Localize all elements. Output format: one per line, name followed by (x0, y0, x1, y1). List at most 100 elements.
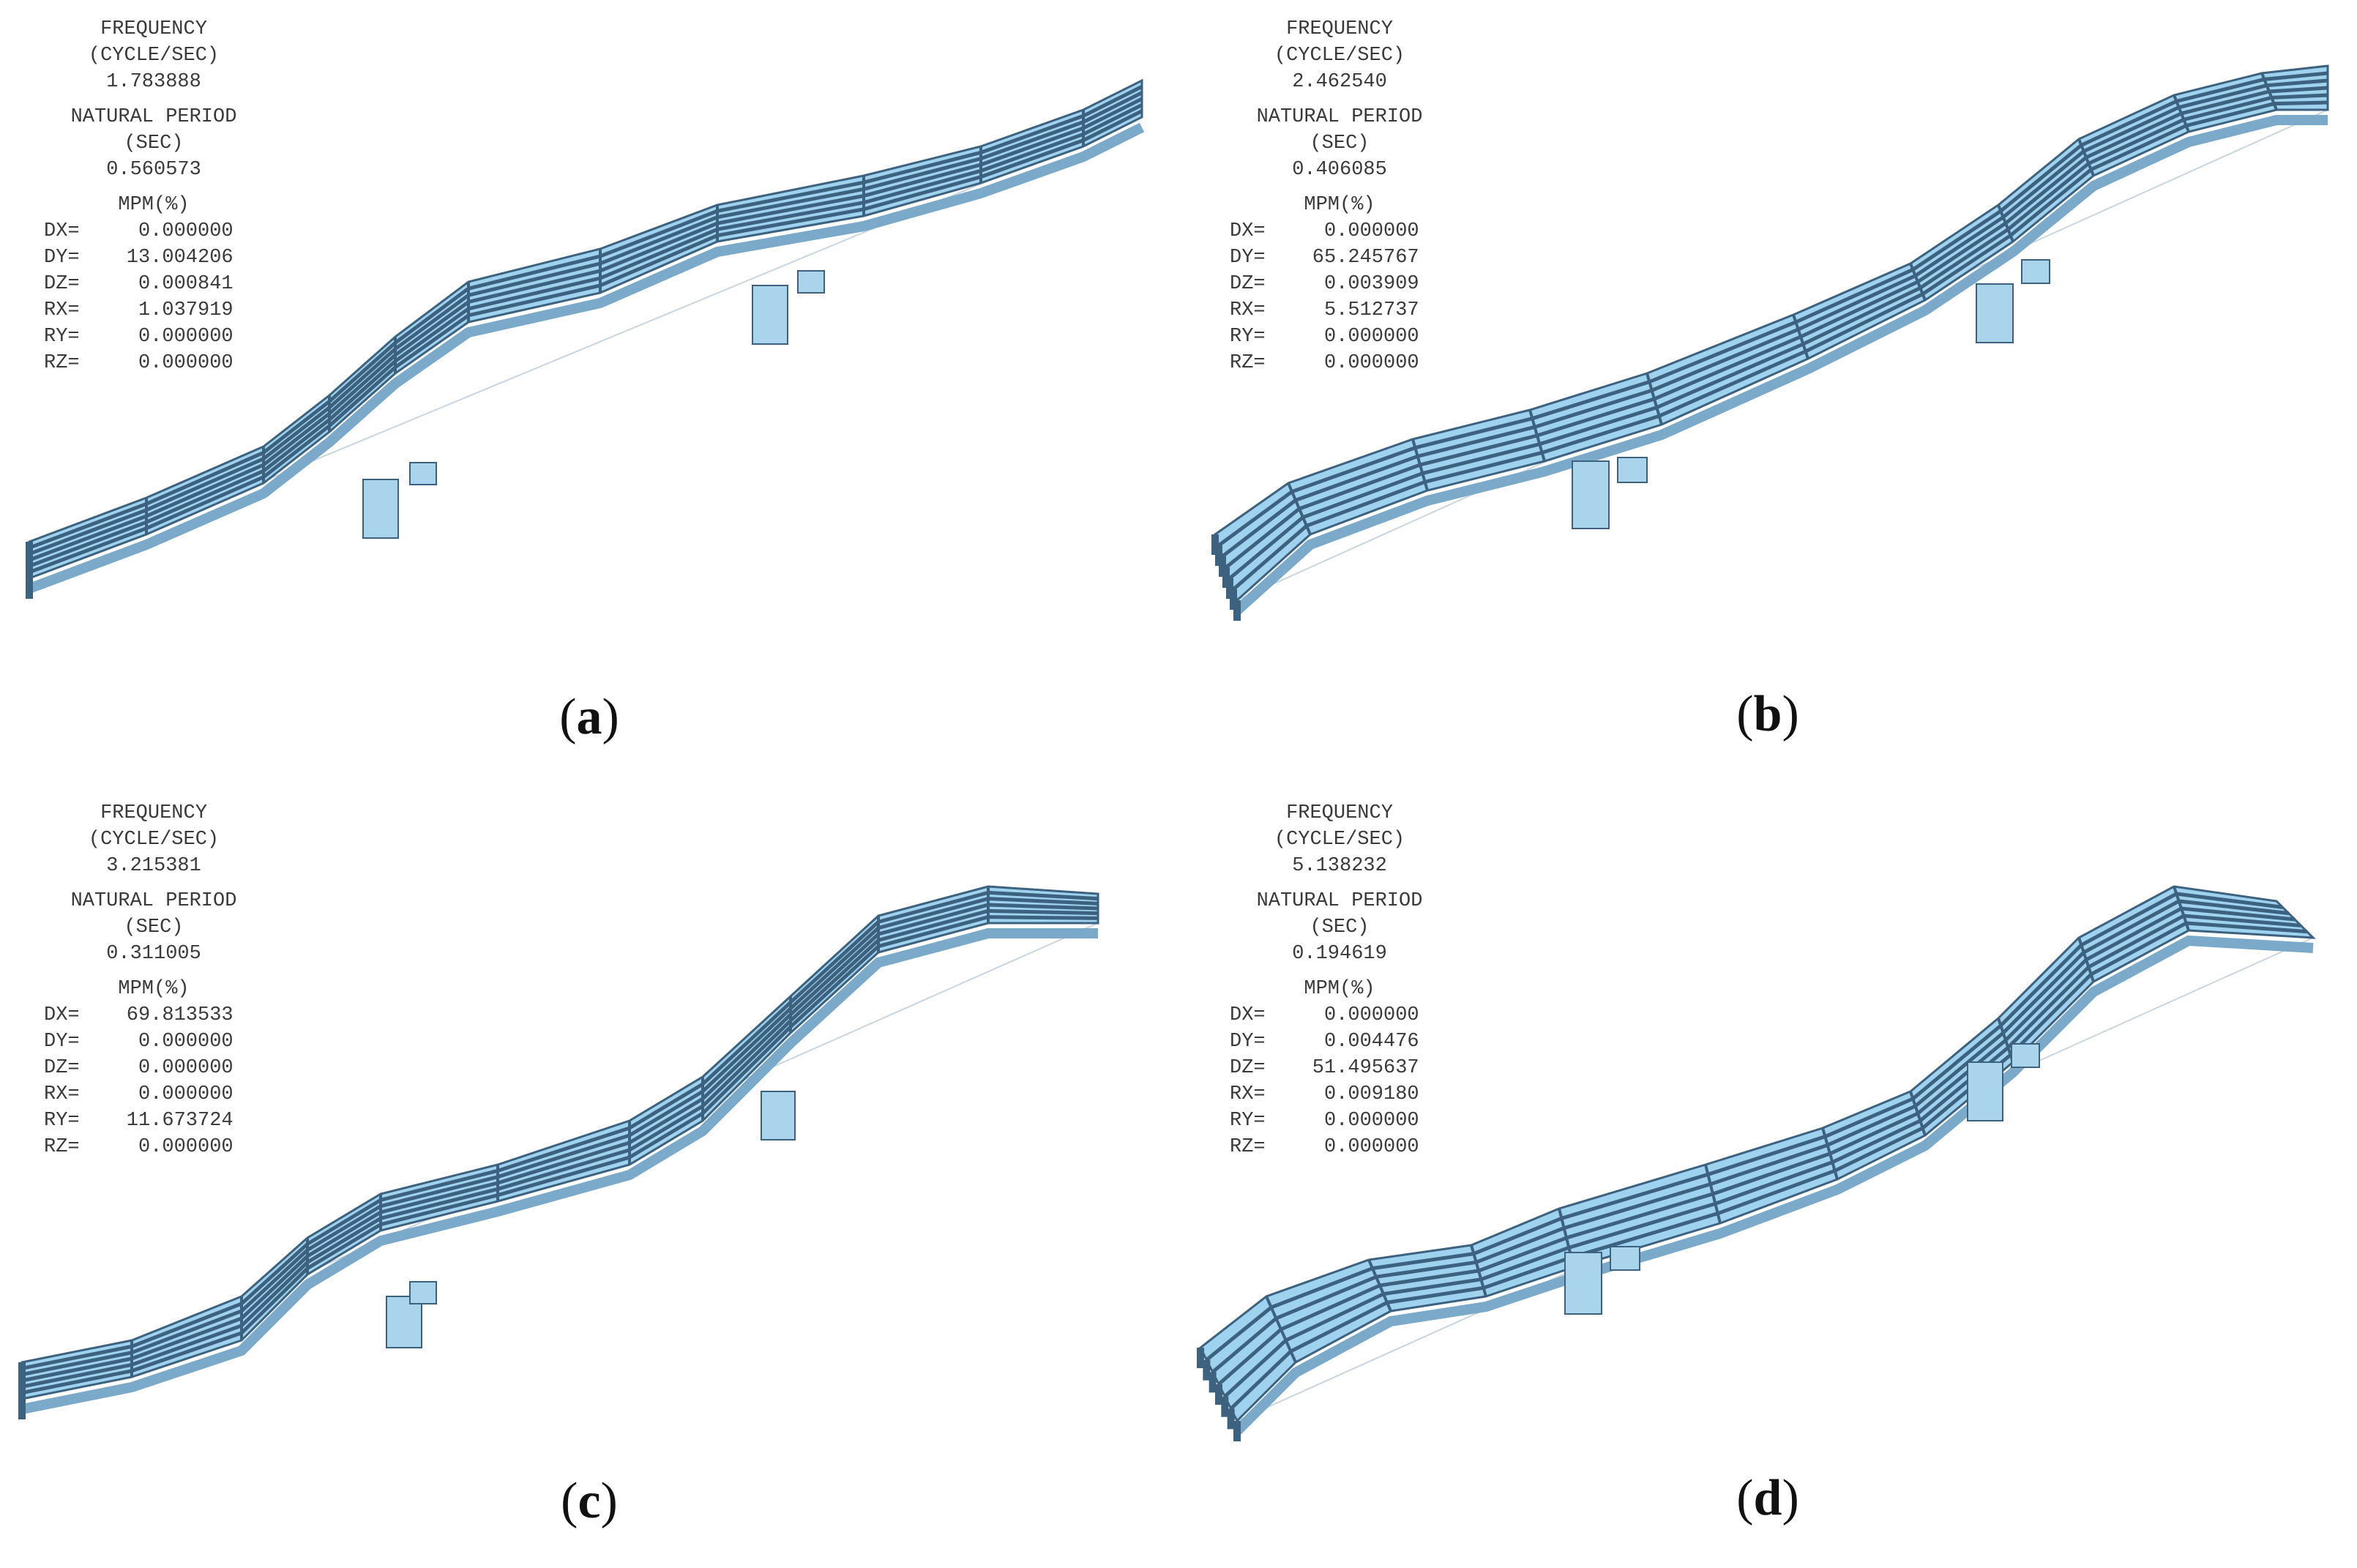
mpm-row-rx: RX=1.037919 (44, 297, 264, 324)
girder-end (1230, 589, 1237, 610)
mpm-row-ry: RY= 0.000000 (1230, 1108, 1449, 1134)
girder-line (21, 908, 1099, 1389)
mpm-key: DZ= (1230, 273, 1266, 295)
girder-line (29, 109, 1143, 575)
girder-line (1228, 93, 2328, 580)
mpm-value: 0.000000 (1323, 1110, 1419, 1132)
girder-end (1209, 1372, 1217, 1393)
girder-line (21, 897, 1099, 1377)
mpm-title: MPM(%) (118, 978, 190, 1000)
girder-line (1225, 86, 2328, 569)
cross-beam (1792, 314, 1809, 359)
girder-end (18, 1399, 26, 1419)
panel-label: (b) (1736, 686, 1799, 742)
mode-panel-a: FREQUENCY (CYCLE/SEC) 1.783888 NATURAL P… (0, 0, 1178, 784)
girder-end (1233, 1421, 1241, 1441)
mpm-value: 0.000000 (138, 326, 234, 348)
cross-beam (2077, 138, 2095, 176)
cross-beam (2077, 937, 2095, 982)
girder-end (1222, 567, 1230, 588)
girder-line (29, 85, 1143, 550)
period-title: NATURAL PERIOD (1256, 106, 1423, 128)
mpm-value: 0.009180 (1323, 1083, 1419, 1105)
mpm-value: 69.813533 (126, 1004, 234, 1026)
girder-line (1232, 100, 2328, 591)
girder-end (26, 578, 33, 599)
pier-left (362, 462, 437, 539)
period-title: NATURAL PERIOD (1256, 890, 1423, 912)
mpm-title: MPM(%) (118, 194, 190, 216)
mpm-key: DY= (1230, 247, 1266, 269)
cross-beam (1909, 263, 1927, 301)
cross-beam (1821, 1127, 1839, 1180)
mode-info-block: FREQUENCY (CYCLE/SEC) 3.215381 NATURAL P… (44, 800, 264, 1160)
cross-beam (2173, 94, 2190, 132)
girder-end (1215, 545, 1222, 566)
pier-right (1976, 259, 2050, 343)
panel-label: (a) (559, 689, 619, 745)
mpm-key: RZ= (44, 352, 80, 374)
girder-end (1215, 1384, 1222, 1405)
frequency-unit: (CYCLE/SEC) (1274, 829, 1405, 851)
frequency-title: FREQUENCY (100, 802, 207, 824)
frequency-unit: (CYCLE/SEC) (1274, 45, 1405, 67)
girder-line (1217, 71, 2328, 548)
period-unit: (SEC) (124, 132, 184, 154)
mpm-row-ry: RY=0.000000 (1230, 324, 1449, 350)
girder-end (1203, 1359, 1211, 1381)
cross-beam (1997, 1018, 2014, 1063)
pier-left (1564, 1246, 1640, 1315)
mode-panel-b: FREQUENCY (CYCLE/SEC) 2.462540 NATURAL P… (1178, 0, 2357, 784)
mpm-key: RY= (44, 326, 80, 348)
cross-beam (2260, 72, 2278, 111)
mpm-value: 0.000000 (1323, 220, 1419, 242)
mpm-key: DY= (44, 247, 80, 269)
mpm-key: DX= (1230, 1004, 1266, 1026)
mpm-key: RY= (1230, 1110, 1266, 1132)
girder-line (1229, 921, 2307, 1411)
period-value: 0.406085 (1292, 159, 1387, 181)
mpm-value: 51.495637 (1312, 1057, 1419, 1079)
cross-beam (1265, 1296, 1297, 1363)
frequency-unit: (CYCLE/SEC) (88, 829, 220, 851)
frequency-title: FREQUENCY (100, 18, 207, 40)
mpm-row-dx: DX= 0.000000 (44, 218, 264, 244)
period-title: NATURAL PERIOD (70, 106, 237, 128)
girder-line (1205, 892, 2283, 1362)
mpm-row-rx: RX=5.512737 (1230, 297, 1449, 324)
bridge-model-a (26, 78, 1145, 599)
period-unit: (SEC) (1310, 132, 1370, 154)
frequency-title: FREQUENCY (1286, 802, 1393, 824)
mpm-row-dy: DY= 65.245767 (1230, 244, 1449, 271)
cross-beam (1287, 482, 1312, 535)
pier-right (752, 270, 825, 345)
mpm-key: RZ= (1230, 352, 1266, 374)
mpm-key: DX= (44, 220, 80, 242)
mpm-value: 65.245767 (1312, 247, 1419, 269)
girder-end (1197, 1348, 1204, 1368)
period-value: 0.194619 (1292, 943, 1387, 965)
mpm-key: RX= (44, 1083, 80, 1105)
mpm-key: RY= (44, 1110, 80, 1132)
mpm-row-dx: DX= 0.000000 (1230, 1002, 1449, 1028)
mpm-value: 13.004206 (126, 247, 234, 269)
mpm-row-dz: DZ=0.003909 (1230, 271, 1449, 297)
cross-beam (1470, 1244, 1487, 1297)
mpm-value: 0.000000 (1323, 1004, 1419, 1026)
bridge-model-c (18, 885, 1099, 1419)
girder-line (21, 915, 1099, 1395)
mpm-key: DZ= (1230, 1057, 1266, 1079)
mpm-row-dx: DX= 69.813533 (44, 1002, 264, 1028)
girder-end (1211, 534, 1219, 555)
mpm-key: RZ= (1230, 1136, 1266, 1158)
mpm-row-ry: RY= 0.000000 (44, 324, 264, 350)
mpm-value: 0.000000 (138, 220, 234, 242)
girder-line (1221, 78, 2328, 558)
mpm-value: 0.000000 (138, 352, 234, 374)
mpm-row-rz: RZ=0.000000 (1230, 350, 1449, 376)
mpm-key: DX= (44, 1004, 80, 1026)
mode-info-block: FREQUENCY (CYCLE/SEC) 2.462540 NATURAL P… (1230, 16, 1449, 376)
